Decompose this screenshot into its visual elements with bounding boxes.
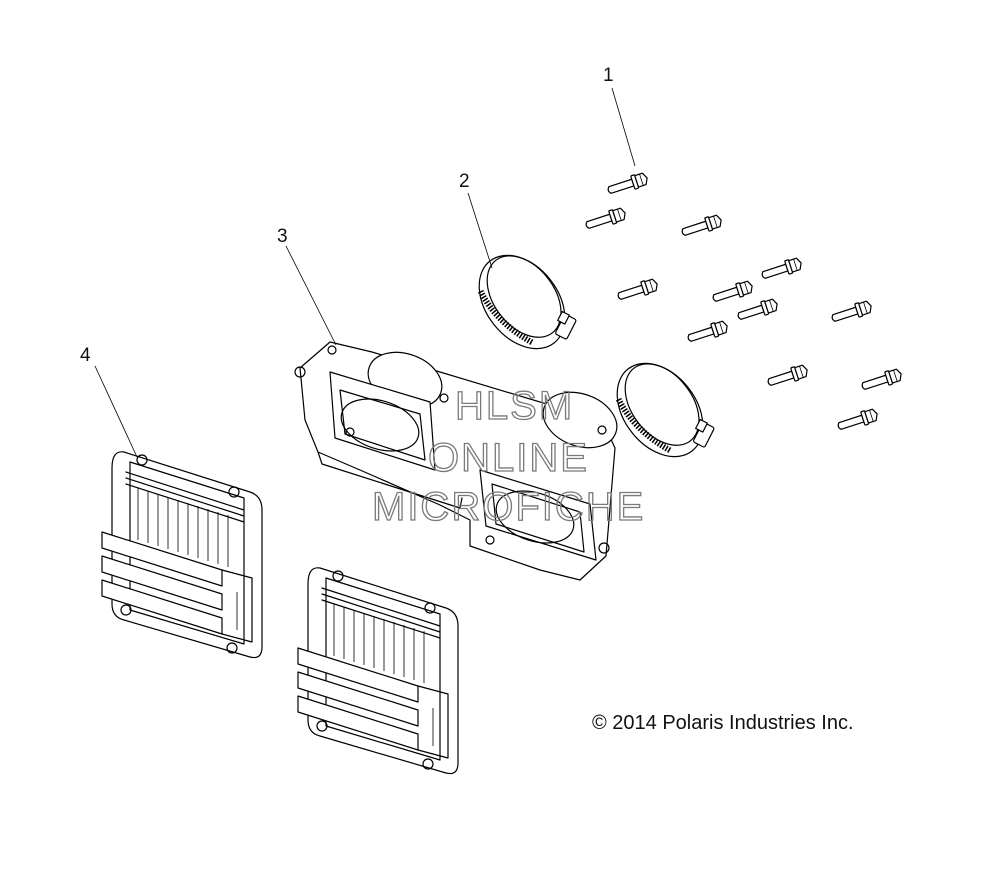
leader-lines [94,87,636,458]
copyright-notice: © 2014 Polaris Industries Inc. [592,712,854,734]
clamp-upper [462,239,586,369]
clamp-lower [600,347,724,477]
reed-valve-upper [101,451,263,659]
bolts [583,170,904,434]
reed-cage-adapter [294,341,618,581]
reed-valve-lower [297,567,459,775]
watermark-line-2: ONLINE [428,436,589,480]
watermark: HLSM ONLINE MICROFICHE [371,383,645,529]
callout-3: 3 [277,226,288,247]
watermark-line-3: MICROFICHE [372,485,645,529]
callout-2: 2 [459,171,470,192]
callout-1: 1 [603,65,614,86]
callout-4: 4 [80,345,91,366]
watermark-line-1: HLSM [455,384,574,428]
